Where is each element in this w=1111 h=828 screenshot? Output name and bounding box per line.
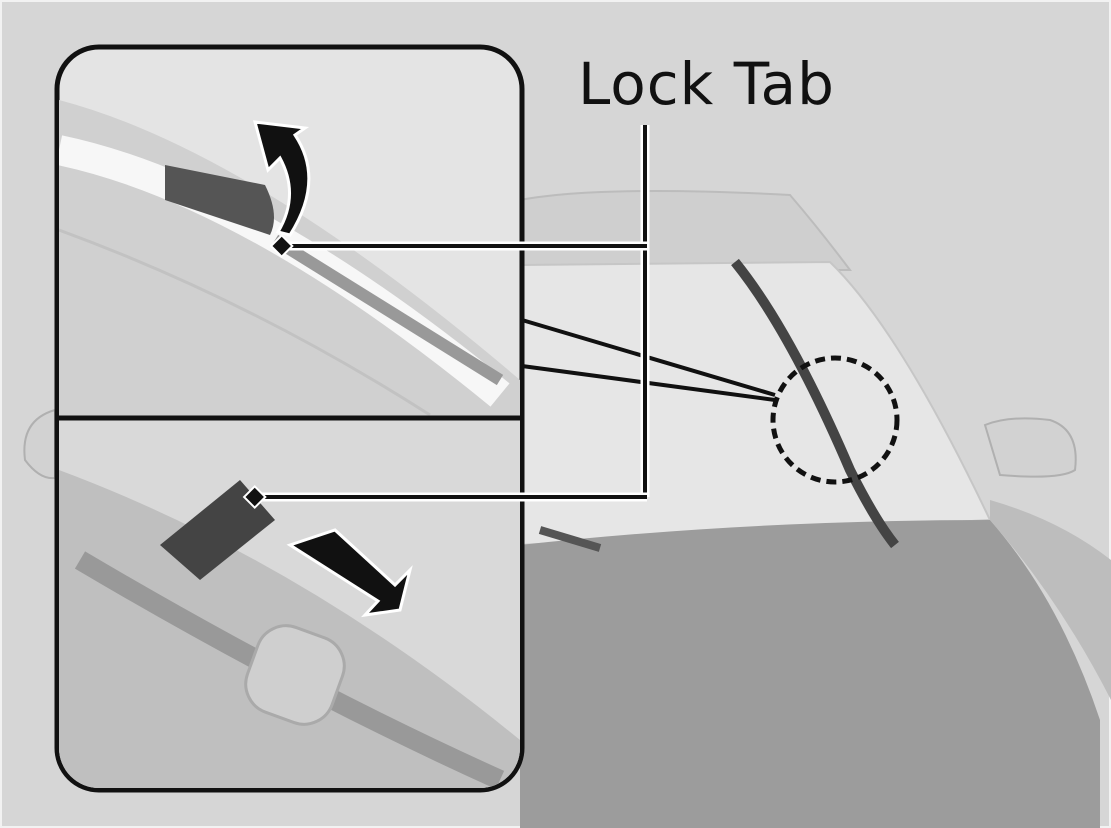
wiper-arm xyxy=(731,258,899,549)
detail-inset xyxy=(54,44,525,793)
lift-arrow-icon xyxy=(252,120,311,237)
callout-leader-lines xyxy=(242,125,650,510)
push-arrow-icon xyxy=(286,528,413,618)
lock-tab-label: Lock Tab xyxy=(578,50,835,118)
wiper-lock-tab-open xyxy=(165,165,274,235)
wiper-lock-tab-closed xyxy=(160,480,275,580)
detail-highlight-circle xyxy=(770,355,900,485)
